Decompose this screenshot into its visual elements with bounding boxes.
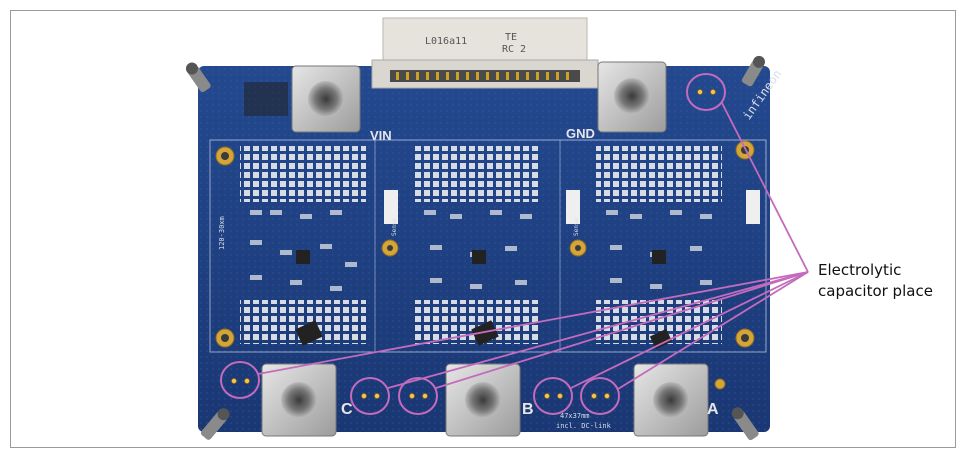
lug-phase-b: [445, 363, 521, 437]
side-label: 120-30xm: [218, 216, 226, 250]
board-note-1: 47x37mm: [560, 412, 590, 420]
connector-text-2: TE: [505, 32, 517, 43]
callout-label: Electrolytic capacitor place: [818, 260, 958, 302]
cap-pads: [230, 89, 717, 399]
connector: L016a11 TE RC 2: [371, 17, 599, 89]
label-vin: VIN: [370, 128, 392, 143]
shunt-label-2: Sense: [573, 218, 580, 236]
cap-circle-c-1: [350, 377, 390, 415]
lug-phase-c: [261, 363, 337, 437]
lug-vin: [291, 65, 361, 133]
label-gnd: GND: [566, 126, 595, 141]
label-phase-c: C: [341, 401, 353, 418]
shunt-label-1: Sense: [391, 218, 398, 236]
connector-text-1: L016a11: [425, 36, 467, 47]
annotation-circles: [220, 73, 726, 415]
cap-circle-bottom-left: [220, 361, 260, 399]
cap-circle-top-right: [686, 73, 726, 111]
leader-lines: [257, 102, 809, 390]
label-phase-b: B: [522, 401, 534, 418]
cap-circle-c-2: [398, 377, 438, 415]
label-phase-a: A: [707, 401, 719, 418]
lug-gnd: [597, 61, 667, 133]
callout-line-2: capacitor place: [818, 282, 933, 300]
lug-phase-a: [633, 363, 709, 437]
cap-circle-b-1: [533, 377, 573, 415]
cap-circle-b-2: [580, 377, 620, 415]
gate-driver-area: [250, 210, 712, 291]
callout-line-1: Electrolytic: [818, 261, 902, 279]
connector-text-3: RC 2: [502, 44, 526, 55]
board-note-2: incl. DC-link: [556, 422, 612, 430]
shunt-resistors: [384, 190, 760, 224]
standoffs: [185, 55, 765, 441]
